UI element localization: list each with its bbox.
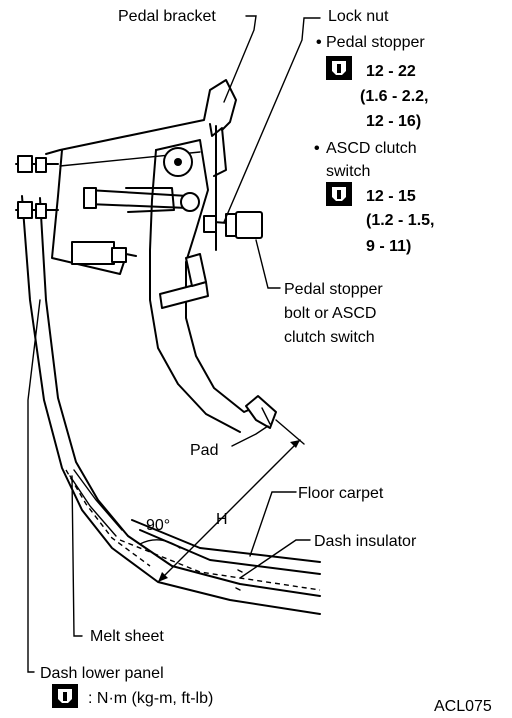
label-bolt-line1: Pedal stopper (284, 281, 383, 298)
pedal-pad-drawing (245, 395, 277, 429)
ascd-torque-kgm: (1.2 - 1.5, (366, 212, 434, 229)
legend-units: : N·m (kg-m, ft-lb) (88, 690, 213, 707)
label-pedal-bracket: Pedal bracket (118, 8, 216, 25)
dash-insulator-drawing (119, 539, 321, 591)
pedal-arm-drawing (83, 139, 263, 433)
stopper-torque-ftlb: 12 - 16) (366, 113, 421, 130)
leader-lines (27, 15, 321, 673)
label-dash-insulator: Dash insulator (314, 533, 417, 550)
label-angle: 90° (146, 517, 170, 534)
stopper-torque-nm: 12 - 22 (366, 63, 416, 80)
stopper-bolt-drawing (203, 211, 263, 239)
torque-wrench-icon (326, 56, 352, 80)
stopper-torque-kgm: (1.6 - 2.2, (360, 88, 428, 105)
label-bolt-line2: bolt or ASCD (284, 305, 376, 322)
label-floor-carpet: Floor carpet (298, 485, 384, 502)
label-bolt-line3: clutch switch (284, 329, 375, 346)
stopper-plate-drawing (159, 253, 209, 309)
ascd-torque-ftlb: 9 - 11) (366, 238, 411, 255)
dash-lower-panel-drawing (21, 195, 321, 615)
torque-wrench-icon (52, 684, 78, 708)
height-dimension-drawing (139, 419, 305, 583)
label-ascd-line2: switch (326, 163, 370, 180)
pedal-bracket-drawing (45, 79, 237, 275)
figure-code: ACL075 (434, 698, 492, 715)
label-pad: Pad (190, 442, 218, 459)
ascd-torque-nm: 12 - 15 (366, 188, 416, 205)
label-height: H (216, 511, 228, 528)
torque-wrench-icon (326, 182, 352, 206)
bullet-pedal-stopper: • (316, 34, 322, 51)
bullet-ascd: • (314, 140, 320, 157)
label-dash-lower-panel: Dash lower panel (40, 665, 164, 682)
label-lock-nut: Lock nut (328, 8, 389, 25)
label-melt-sheet: Melt sheet (90, 628, 164, 645)
label-ascd-line1: ASCD clutch (326, 140, 417, 157)
mounting-studs-drawing (15, 155, 59, 219)
melt-sheet-drawing (65, 469, 151, 567)
label-pedal-stopper: Pedal stopper (326, 34, 425, 51)
lower-switch-drawing (71, 241, 137, 265)
